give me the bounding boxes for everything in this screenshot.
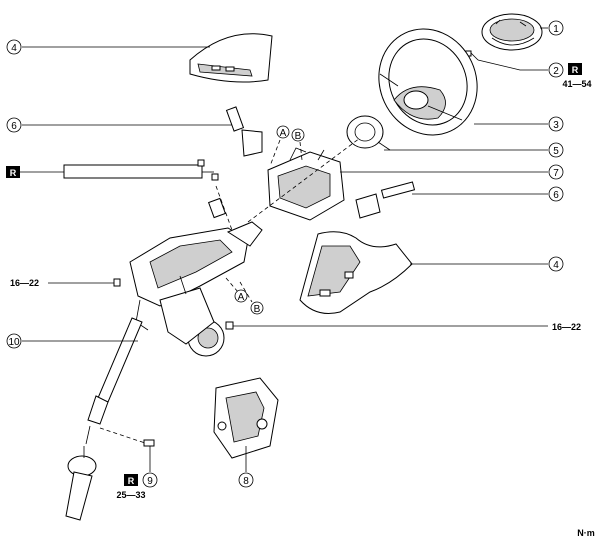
callout-number: 4 [553, 260, 559, 271]
column-mounting-nut-right [225, 321, 234, 330]
callout-3: 3 [548, 116, 564, 132]
r-mark-label: R [10, 168, 17, 178]
steering-wheel [378, 28, 478, 136]
dashed-guide [247, 137, 361, 223]
r-mark-bolt: R [568, 63, 582, 75]
intermediate-shaft [85, 317, 143, 445]
reference-b-upper: B [291, 128, 305, 142]
bracket-bolts [197, 159, 227, 219]
dashed-guide [225, 277, 239, 293]
reference-letter: A [280, 128, 287, 139]
callout-number: 6 [11, 121, 17, 132]
reference-letter: A [238, 292, 245, 303]
column-hole-cover [213, 377, 279, 459]
reference-a-lower: A [234, 289, 248, 303]
callout-7: 7 [548, 164, 564, 180]
torque-41-54: 41—54 [562, 79, 591, 89]
steering-column-assembly [129, 221, 263, 357]
column-mounting-nut-left [113, 278, 121, 287]
torque-16-22-left: 16—22 [10, 278, 39, 288]
callout-number: 1 [553, 24, 559, 35]
callout-6-left: 6 [6, 117, 22, 133]
torque-25-33: 25—33 [116, 490, 145, 500]
callout-6-right: 6 [548, 186, 564, 202]
callout-number: 3 [553, 120, 559, 131]
dashed-guide [269, 139, 281, 167]
combination-switch-right [355, 181, 416, 219]
callout-number: 4 [11, 43, 17, 54]
callout-number: 8 [243, 476, 249, 487]
callout-1: 1 [548, 20, 564, 36]
callout-number: 7 [553, 168, 559, 179]
callout-number: 5 [553, 146, 559, 157]
airbag-module [481, 13, 543, 51]
combination-switch-left [225, 106, 263, 157]
callout-2: 2 [548, 62, 564, 78]
dashed-guide [239, 281, 253, 303]
callout-8: 8 [238, 472, 254, 488]
yoke-bolt [143, 439, 155, 447]
dashed-guide [215, 185, 233, 231]
steering-gear-pinion [65, 446, 97, 521]
lower-column-cover [299, 231, 413, 314]
callout-9: 9 [142, 472, 158, 488]
torque-band [63, 164, 203, 179]
r-mark-yoke-bolt: R [124, 474, 138, 486]
r-mark-label: R [572, 65, 579, 75]
dashed-guide [299, 141, 303, 161]
callout-10: 10 [6, 333, 22, 349]
callout-4-upper: 4 [6, 39, 22, 55]
callout-4-lower: 4 [548, 256, 564, 272]
clock-spring [346, 115, 391, 151]
callout-number: 2 [553, 66, 559, 77]
callout-number: 6 [553, 190, 559, 201]
leader-line [477, 59, 548, 71]
torque-16-22-right: 16—22 [552, 322, 581, 332]
callout-5: 5 [548, 142, 564, 158]
callout-number: 9 [147, 476, 153, 487]
reference-letter: B [295, 131, 302, 142]
reference-b-lower: B [250, 301, 264, 315]
upper-column-cover [189, 33, 273, 83]
callout-number: 10 [8, 337, 20, 348]
reference-a-upper: A [276, 125, 290, 139]
reference-letter: B [254, 304, 261, 315]
r-mark-bracket-bolts: R [6, 166, 20, 178]
switch-bracket-assembly [267, 147, 345, 221]
dashed-guide [99, 427, 149, 445]
torque-unit: N·m [577, 528, 595, 538]
r-mark-label: R [128, 476, 135, 486]
